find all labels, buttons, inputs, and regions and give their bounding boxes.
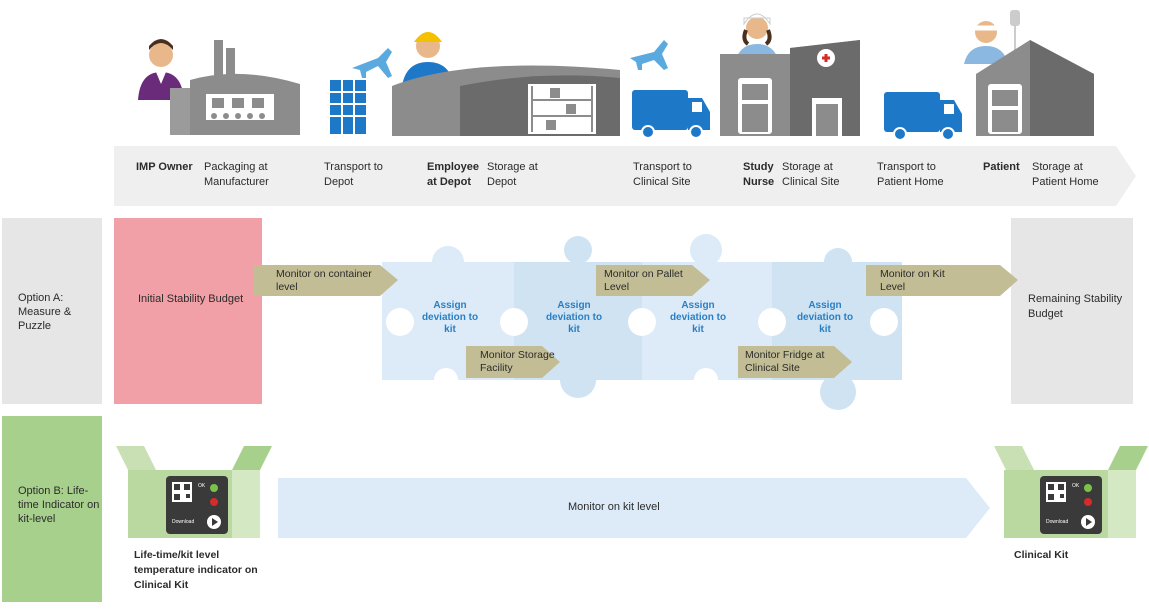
stage-employee-depot: Employee at Depot: [427, 161, 479, 188]
kit-level-arrow-label: Monitor on kit level: [568, 501, 660, 513]
stage-imp-owner: IMP Owner: [136, 161, 193, 173]
warehouse-icon: [392, 65, 620, 136]
right-device-download: Download: [1046, 519, 1069, 525]
monitor-arrow-fridge: [738, 346, 852, 378]
stage-transport-depot: Transport to Depot: [324, 161, 383, 188]
right-kit-caption: Clinical Kit: [1014, 549, 1069, 561]
stage-packaging: Packaging at Manufacturer: [204, 161, 269, 188]
monitor-arrow-kit: [866, 265, 1018, 296]
assign-deviation-2: Assign deviation to kit: [545, 300, 603, 335]
factory-icon: [170, 40, 300, 135]
monitor-arrow-container: [254, 265, 398, 296]
assign-deviation-3: Assign deviation to kit: [669, 300, 727, 335]
monitor-container-label: Monitor on container level: [276, 268, 372, 293]
right-device-ok: OK: [1072, 483, 1080, 489]
remaining-budget-box: [1011, 218, 1133, 404]
assign-deviation-1: Assign deviation to kit: [421, 300, 479, 335]
monitor-fridge-label: Monitor Fridge at Clinical Site: [745, 349, 825, 374]
assign-deviation-4: Assign deviation to kit: [796, 300, 854, 335]
process-icons: [138, 10, 1094, 141]
initial-budget-box: [114, 218, 262, 404]
monitor-kit-label: Monitor on Kit Level: [880, 268, 945, 293]
house-icon: [976, 40, 1094, 136]
pallet-plane-icon: [330, 48, 392, 134]
kit-level-arrow: [278, 478, 990, 538]
option-b-label: Option B: Life-time Indicator on kit-lev…: [18, 485, 100, 525]
monitor-arrow-storage: [466, 346, 560, 378]
remaining-budget-label: Remaining Stability Budget: [1028, 293, 1123, 320]
truck-clinical-icon: [632, 90, 710, 139]
option-b-panel: [2, 416, 102, 602]
stage-transport-clinical: Transport to Clinical Site: [633, 161, 692, 188]
right-indicator-device: [1040, 476, 1102, 534]
left-device-download: Download: [172, 519, 195, 525]
stage-storage-clinical: Storage at Clinical Site: [782, 161, 840, 188]
initial-budget-label: Initial Stability Budget: [138, 293, 244, 305]
stage-storage-depot: Storage at Depot: [487, 161, 538, 188]
plane-icon: [630, 40, 668, 70]
left-device-ok: OK: [198, 483, 206, 489]
stage-transport-patient: Transport to Patient Home: [877, 161, 944, 188]
stage-patient: Patient: [983, 161, 1020, 173]
monitor-pallet-label: Monitor on Pallet Level: [604, 268, 683, 293]
monitor-storage-label: Monitor Storage Facility: [480, 349, 555, 374]
monitor-arrow-pallet: [596, 265, 710, 296]
stage-study-nurse: Study Nurse: [743, 161, 775, 188]
clinic-building-icon: [720, 40, 860, 136]
left-indicator-device: [166, 476, 228, 534]
truck-patient-icon: [884, 92, 962, 141]
stage-storage-patient: Storage at Patient Home: [1032, 161, 1099, 188]
option-a-label: Option A: Measure & Puzzle: [18, 292, 72, 332]
option-a-panel: [2, 218, 102, 404]
left-kit-caption: Life-time/kit level temperature indicato…: [134, 549, 258, 591]
